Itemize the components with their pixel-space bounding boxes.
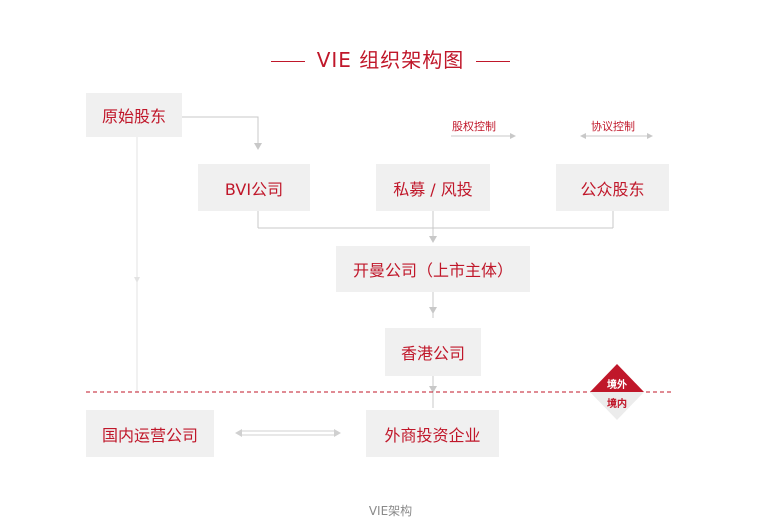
border-inside-label: 境内 (607, 399, 627, 410)
border-badge-bottom (590, 392, 644, 420)
node-wfoe: 外商投资企业 (366, 410, 499, 457)
title-left-dash (270, 61, 305, 62)
node-public-shareholders: 公众股东 (556, 164, 669, 211)
diagram-title: VIE 组织架构图 (0, 44, 781, 73)
node-pe-vc: 私募 / 风投 (376, 164, 490, 211)
title-text: VIE 组织架构图 (316, 48, 465, 72)
legend-agreement-arrow-left (580, 133, 586, 139)
arrow-to-cayman (429, 236, 437, 243)
arrow-original-to-bvi (254, 143, 262, 150)
arrow-to-hk (429, 307, 437, 314)
legend-equity-label: 股权控制 (452, 120, 496, 133)
node-original-shareholders: 原始股东 (86, 93, 182, 137)
node-domestic-ops: 国内运营公司 (86, 410, 214, 457)
arrow-original-to-domestic (134, 277, 140, 283)
legend-agreement-arrow-right (647, 133, 653, 139)
line-original-to-bvi (182, 116, 259, 144)
legend-equity-arrow (510, 133, 516, 139)
border-outside-label: 境外 (607, 380, 627, 391)
arrow-to-wfoe (429, 386, 437, 393)
node-hongkong: 香港公司 (385, 328, 481, 376)
node-cayman: 开曼公司（上市主体） (336, 246, 530, 292)
legend-agreement-label: 协议控制 (591, 120, 635, 133)
agreement-arrow-right (334, 429, 341, 437)
border-badge-top (590, 364, 644, 392)
agreement-arrow-left (235, 429, 242, 437)
figure-caption: VIE架构 (368, 504, 413, 518)
node-bvi: BVI公司 (198, 164, 310, 211)
title-right-dash (476, 61, 511, 62)
